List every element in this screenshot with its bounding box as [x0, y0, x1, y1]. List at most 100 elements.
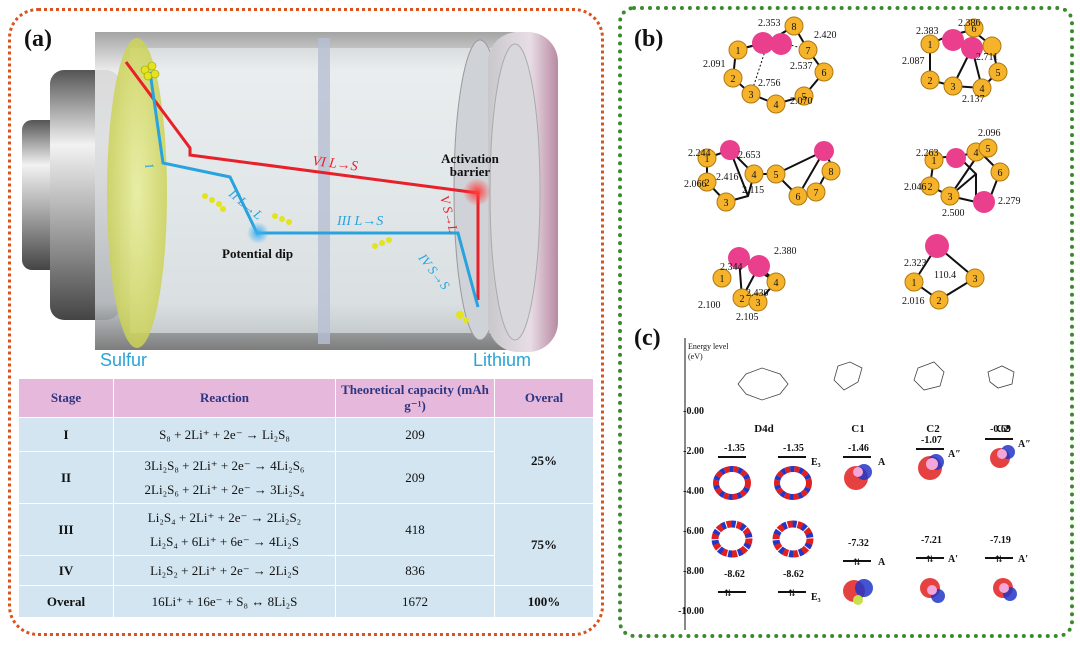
separator	[318, 38, 330, 344]
svg-text:⇅: ⇅	[788, 588, 796, 598]
level-label: A″	[1018, 439, 1031, 450]
level-value: -7.21	[921, 535, 942, 546]
svg-text:3: 3	[756, 298, 761, 309]
svg-text:5: 5	[802, 92, 807, 103]
panel-a-label: (a)	[24, 26, 52, 52]
bond-length: 2.353	[758, 18, 781, 29]
li2s-particle	[456, 311, 469, 323]
bond-length: 2.091	[703, 59, 726, 70]
svg-text:⇅: ⇅	[995, 554, 1003, 564]
bond-length: 2.046	[904, 182, 927, 193]
stage-cell: III	[18, 503, 114, 556]
overal-cell: 25%	[494, 417, 594, 504]
polysulfide-3	[372, 237, 392, 249]
bond-length: 2.416	[716, 172, 739, 183]
tick-label: -2.00	[683, 446, 704, 457]
reaction-line: Li₂S₂ + 2Li⁺ + 2e⁻ → 2Li₂S	[150, 562, 299, 578]
svg-text:4: 4	[774, 278, 779, 289]
potential-dip-label: Potential dip	[222, 246, 293, 261]
table-row: I S₈ + 2Li⁺ + 2e⁻ → Li₂S₈ 209 25%	[18, 417, 594, 504]
svg-text:2: 2	[731, 74, 736, 85]
axis-unit: (eV)	[688, 352, 703, 361]
stage-cell: Overal	[18, 585, 114, 618]
sym-label: D4d	[754, 423, 774, 435]
lithium-label: Lithium	[473, 350, 532, 370]
svg-text:⇅: ⇅	[853, 557, 861, 567]
svg-text:2: 2	[937, 296, 942, 307]
sulfur-electrode	[107, 38, 167, 348]
tick-label: -4.00	[683, 486, 704, 497]
reaction-line: 2Li₂S₆ + 2Li⁺ + 2e⁻ → 3Li₂S₄	[144, 481, 305, 497]
bond-length: 2.756	[758, 78, 781, 89]
tick-label: -0.00	[683, 406, 704, 417]
level-value: -1.46	[848, 443, 869, 454]
bond-length: 2.380	[774, 246, 797, 257]
capacity-cell: 1672	[335, 585, 495, 618]
reaction-line: 3Li₂S₈ + 2Li⁺ + 2e⁻ → 4Li₂S₆	[144, 457, 305, 473]
level-value: -1.07	[921, 435, 942, 446]
red-curve	[124, 61, 480, 300]
svg-text:7: 7	[814, 188, 819, 199]
svg-text:7: 7	[806, 46, 811, 57]
svg-text:3: 3	[973, 274, 978, 285]
cluster-6: 12 3 2.323 110.4 2.016	[902, 234, 985, 310]
panel-b-label: (b)	[634, 26, 664, 52]
bond-length: 2.244	[688, 148, 711, 159]
bond-length: 2.137	[962, 94, 985, 105]
level-value: -7.32	[848, 538, 869, 549]
reaction-cell: Li₂S₄ + 2Li⁺ + 2e⁻ → 2Li₂S₂ Li₂S₄ + 6Li⁺…	[113, 503, 336, 556]
bond-length: 2.420	[814, 30, 837, 41]
orbital-blobs-upper	[713, 445, 1015, 500]
stage-cell: II	[18, 451, 114, 504]
sulfur-label: Sulfur	[100, 350, 148, 370]
bond-length: 2.105	[736, 312, 759, 323]
svg-text:2: 2	[705, 178, 710, 189]
svg-text:1: 1	[720, 274, 725, 285]
svg-text:1: 1	[928, 40, 933, 51]
bond-length: 2.537	[790, 61, 813, 72]
level-value: -8.62	[783, 569, 804, 580]
bond-length: 2.115	[742, 185, 764, 196]
bond-length: 2.016	[902, 296, 925, 307]
structure-sketches	[737, 361, 1015, 401]
svg-text:4: 4	[974, 148, 979, 159]
svg-text:4: 4	[980, 84, 985, 95]
bond-length: 2.323	[904, 258, 927, 269]
bond-length: 2.386	[958, 18, 981, 29]
axis-title: Energy level	[688, 342, 729, 351]
cluster-1: 12 34 56 78 2.353 2.420 2.091 2.537 2.75…	[703, 16, 837, 114]
polysulfide-2	[272, 213, 292, 225]
orbital-blobs-lower	[711, 520, 1017, 605]
svg-text:1: 1	[912, 278, 917, 289]
bond-length: 2.070	[790, 96, 813, 107]
bond-length: 2.711	[976, 52, 998, 63]
sym-label: C2	[926, 423, 940, 435]
svg-text:5: 5	[986, 144, 991, 155]
bond-length: 2.096	[978, 128, 1001, 139]
table-row: III Li₂S₄ + 2Li⁺ + 2e⁻ → 2Li₂S₂ Li₂S₄ + …	[18, 503, 594, 586]
stage-i-label: I	[142, 161, 157, 170]
bond-length: 2.100	[698, 300, 721, 311]
header-reaction: Reaction	[113, 378, 336, 418]
svg-text:5: 5	[774, 170, 779, 181]
level-label: A″	[948, 449, 961, 460]
svg-text:8: 8	[829, 167, 834, 178]
level-label: A	[878, 457, 886, 468]
capacity-cell: 418	[335, 503, 495, 556]
stage-cell: I	[18, 417, 114, 452]
svg-text:6: 6	[822, 68, 827, 79]
sym-label: C1	[851, 423, 864, 435]
table-row: Overal 16Li⁺ + 16e⁻ + S₈ ↔ 8Li₂S 1672 10…	[18, 585, 594, 618]
bond-length: 2.087	[902, 56, 925, 67]
level-value: -7.19	[990, 535, 1011, 546]
lithium-foil	[489, 43, 541, 341]
sym-label: C2	[996, 423, 1010, 435]
bond-length: 2.344	[720, 262, 743, 273]
activation-marker	[463, 178, 491, 206]
bond-length: 2.263	[916, 148, 939, 159]
battery-illustration: I II L→L III L→S IV S→S V S→L VI L→S Act…	[22, 32, 558, 352]
stage-cell: IV	[18, 555, 114, 586]
level-label: E₃	[811, 592, 821, 603]
capacity-cell: 836	[335, 555, 495, 586]
level-label: A′	[948, 554, 958, 565]
